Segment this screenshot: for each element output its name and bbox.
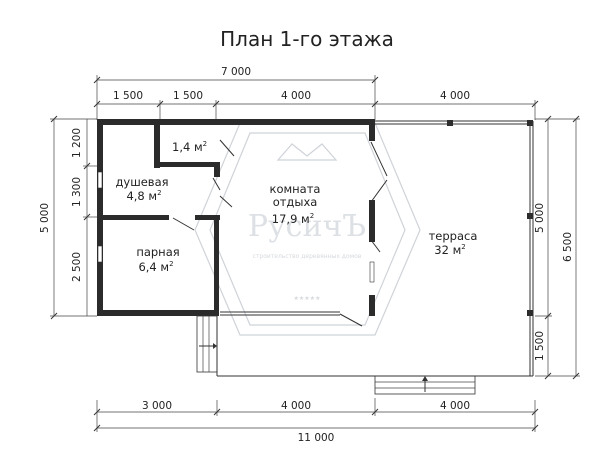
svg-text:17,9 м2: 17,9 м2 bbox=[272, 212, 314, 226]
room-steam: парная 6,4 м2 bbox=[136, 245, 179, 274]
dim-bottom-seg-1: 3 000 bbox=[142, 400, 172, 412]
room-small-area: 1,4 м bbox=[172, 140, 203, 154]
dim-right-total: 6 500 bbox=[562, 232, 574, 262]
dim-top-seg-1: 1 500 bbox=[113, 90, 143, 102]
room-steam-name: парная bbox=[136, 245, 179, 259]
room-lounge-area: 17,9 м bbox=[272, 212, 310, 226]
dim-top-seg-3: 4 000 bbox=[281, 90, 311, 102]
room-terrace-area: 32 м bbox=[434, 243, 461, 257]
doors bbox=[172, 139, 388, 327]
svg-text:4,8 м2: 4,8 м2 bbox=[126, 189, 161, 203]
dim-bottom-seg-3: 4 000 bbox=[440, 400, 470, 412]
room-lounge-name-2: отдыха bbox=[273, 195, 318, 209]
dim-left-seg-2: 1 300 bbox=[71, 177, 83, 207]
stairs-left bbox=[196, 315, 218, 373]
dim-right-seg-2: 1 500 bbox=[534, 331, 546, 361]
dim-top-total: 7 000 bbox=[221, 66, 251, 78]
svg-text:1,4 м2: 1,4 м2 bbox=[172, 140, 207, 154]
walls bbox=[97, 119, 534, 377]
watermark-brand: РусичЪ bbox=[248, 209, 366, 244]
svg-text:6,4 м2: 6,4 м2 bbox=[138, 260, 173, 274]
dim-bottom-seg-2: 4 000 bbox=[281, 400, 311, 412]
dim-top-seg-4: 4 000 bbox=[440, 90, 470, 102]
dim-bottom-total: 11 000 bbox=[298, 432, 335, 444]
dimension-lines bbox=[50, 75, 580, 432]
watermark-tagline: строительство деревянных домов bbox=[253, 253, 362, 260]
dim-top-seg-2: 1 500 bbox=[173, 90, 203, 102]
dim-right-seg-1: 5 000 bbox=[534, 203, 546, 233]
room-shower: душевая 4,8 м2 bbox=[115, 175, 168, 203]
room-shower-area: 4,8 м bbox=[126, 189, 157, 203]
dim-left-total: 5 000 bbox=[39, 203, 51, 233]
room-terrace-name: терраса bbox=[429, 229, 478, 243]
plan-title: План 1-го этажа bbox=[220, 27, 394, 51]
room-shower-name: душевая bbox=[115, 175, 168, 189]
dim-left-seg-3: 2 500 bbox=[71, 252, 83, 282]
crown-icon bbox=[276, 143, 338, 161]
stairs-bottom bbox=[374, 375, 476, 395]
room-lounge-name-1: комната bbox=[270, 182, 321, 196]
svg-text:32 м2: 32 м2 bbox=[434, 243, 465, 257]
watermark-stars: ★★★★★ bbox=[294, 295, 321, 302]
dim-left-seg-1: 1 200 bbox=[71, 128, 83, 158]
room-small: 1,4 м2 bbox=[172, 140, 207, 154]
room-lounge: комната отдыха 17,9 м2 bbox=[270, 182, 321, 226]
room-terrace: терраса 32 м2 bbox=[429, 229, 478, 257]
room-steam-area: 6,4 м bbox=[138, 260, 169, 274]
watermark: РусичЪ строительство деревянных домов ★★… bbox=[194, 122, 421, 336]
